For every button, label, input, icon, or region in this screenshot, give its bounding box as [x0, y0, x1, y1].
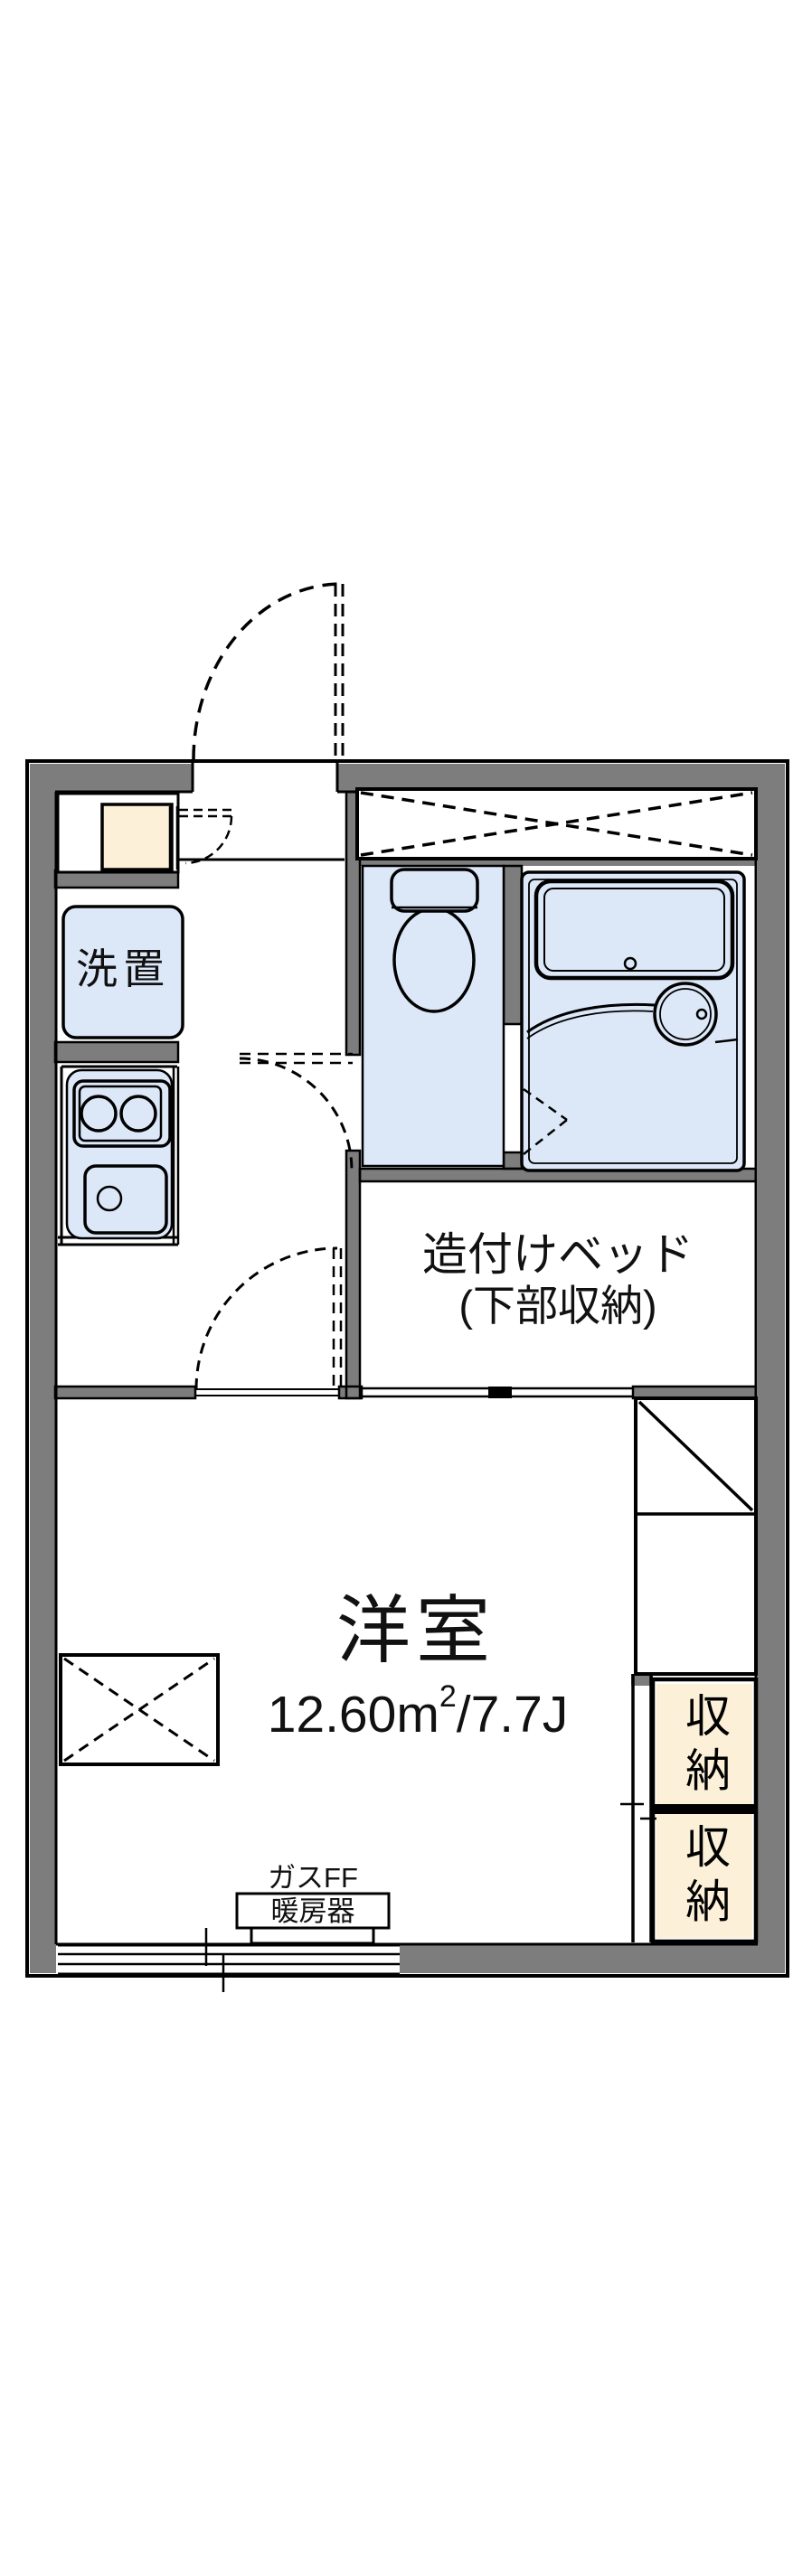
wall-mainroom-top-a	[55, 1387, 195, 1398]
wall-mainroom-top-b	[339, 1387, 362, 1398]
wall-left	[30, 764, 56, 1973]
storage-lower-cell	[656, 1814, 752, 1938]
bathroom	[520, 870, 746, 1172]
wash-basin-inner	[659, 988, 712, 1040]
front-door-arc	[192, 582, 340, 760]
kitchen-sink	[83, 1164, 168, 1235]
front-door	[192, 582, 345, 760]
storage-closets	[620, 1674, 759, 1944]
wash-basin-drain	[695, 1008, 708, 1020]
entrance	[56, 582, 345, 874]
washer-space-box	[61, 905, 184, 1039]
wash-basin	[653, 982, 718, 1047]
bathtub-drain	[623, 956, 637, 971]
wall-top-right	[337, 764, 785, 792]
heater-label-line1: ガスFF	[268, 1862, 358, 1894]
upper-closet	[355, 787, 758, 860]
corner-window-box	[59, 1653, 220, 1766]
wall-storage-stub	[631, 1674, 653, 1686]
gas-heater	[235, 1892, 391, 1945]
wall-fills	[30, 764, 785, 1973]
heater-label-line2: 暖房器	[270, 1895, 355, 1927]
upper-closet-x2	[360, 791, 753, 857]
basin-counter-line	[714, 1038, 739, 1044]
kitchen-stove-inner	[78, 1085, 163, 1142]
stove-burner-left	[80, 1095, 118, 1133]
area-superscript: 2	[439, 1679, 457, 1714]
storage-divider	[653, 1804, 756, 1814]
main-room-area-label: 12.60m2/7.7J	[101, 1681, 734, 1741]
bathtub-inner	[543, 888, 725, 972]
toilet-bowl	[392, 907, 476, 1013]
wall-mainroom-top-c	[633, 1387, 756, 1398]
bathtub	[533, 879, 735, 981]
bottom-window	[58, 1928, 400, 1992]
storage-upper-label: 収納	[679, 1692, 730, 1800]
mainroom-door-arc	[194, 1246, 338, 1390]
stove-burner-right	[119, 1095, 157, 1133]
bed-front-edge	[362, 1387, 633, 1398]
toilet-room	[239, 864, 505, 1171]
bath-folding-door	[520, 1085, 568, 1160]
wall-toilet-left-lower	[346, 1151, 360, 1398]
area-suffix: /7.7J	[456, 1686, 569, 1744]
main-room-label: 洋室	[335, 1590, 496, 1672]
mainroom-door	[194, 1246, 343, 1396]
storage-lower-label: 収納	[679, 1823, 730, 1932]
wall-top-left	[30, 764, 193, 792]
wall-kitchen-band	[55, 1042, 178, 1062]
toilet-door	[239, 1052, 354, 1171]
wall-entry-niche-band	[55, 870, 178, 888]
entry-mat	[100, 803, 174, 871]
wall-closet-underband	[357, 859, 756, 866]
wall-toilet-bath-upper	[504, 866, 522, 1024]
wall-bottom	[400, 1945, 785, 1973]
built-in-bed-label: 造付けベッド	[422, 1229, 694, 1280]
toilet-tank	[390, 868, 479, 913]
bath-counter-curve	[526, 1002, 656, 1034]
sink-drain	[96, 1185, 123, 1212]
gas-heater-base	[250, 1926, 375, 1945]
entry-small-door	[179, 808, 233, 865]
gas-heater-box	[235, 1892, 391, 1930]
wall-right	[758, 764, 785, 1973]
bay-window	[634, 1396, 758, 1676]
storage-upper-cell	[656, 1684, 752, 1804]
kitchen	[58, 1065, 180, 1246]
area-value: 12.60m	[267, 1686, 439, 1744]
washer-space-label: 洗置	[76, 945, 170, 992]
bath-counter-curve2	[526, 1010, 654, 1039]
wall-toilet-bath-stub	[504, 1152, 522, 1169]
bed-storage-label: (下部収納)	[458, 1282, 657, 1330]
